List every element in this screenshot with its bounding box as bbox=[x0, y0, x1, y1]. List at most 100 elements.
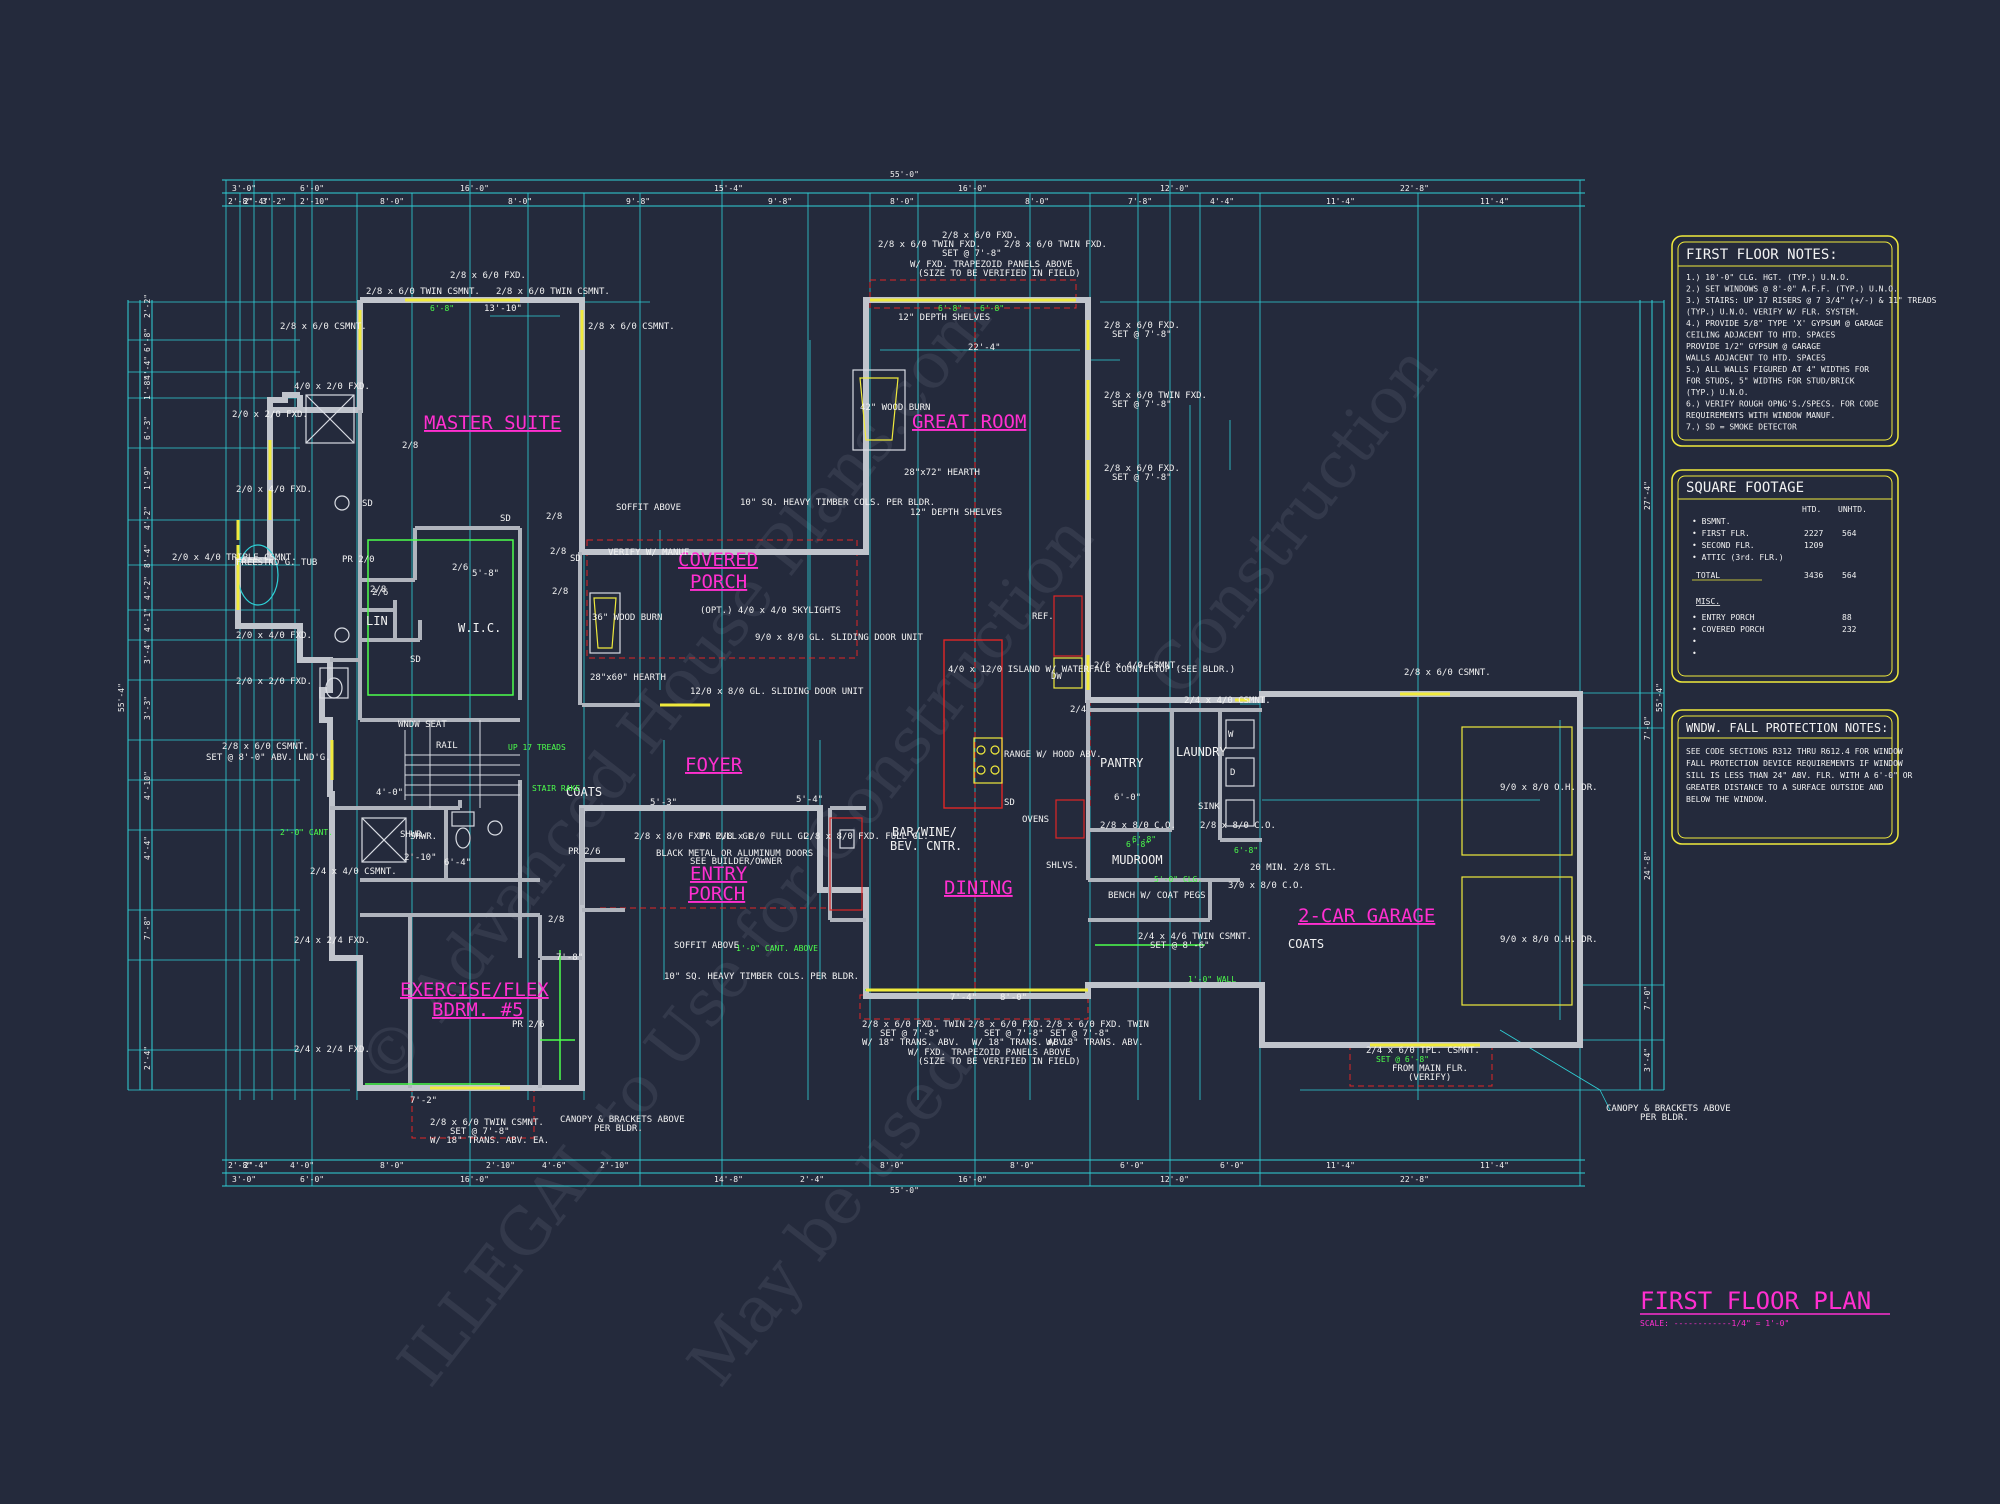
callout: 28"x60" HEARTH bbox=[590, 673, 666, 683]
first-floor-note-line: 7.) SD = SMOKE DETECTOR bbox=[1686, 423, 1797, 432]
callout: 4/0 x 12/0 ISLAND W/ WATERFALL COUNTERTO… bbox=[948, 665, 1235, 675]
sqft-misc-label: • COVERED PORCH bbox=[1692, 625, 1764, 634]
dim-bottom-inner: 4'-6" bbox=[542, 1161, 566, 1170]
dim-top-outer: 3'-0" bbox=[232, 184, 256, 193]
callout: SET @ 8'-0" ABV. LND'G. bbox=[206, 753, 331, 763]
callout-text: 2/8 x 6/0 FXD. 2/8 x 6/0 TWIN CSMNT. 2/8 x… bbox=[0, 0, 1731, 1146]
sqft-row-label: • FIRST FLR. bbox=[1692, 529, 1750, 538]
callout: 42" WOOD BURN bbox=[860, 403, 930, 413]
callout: 2/8 x 6/0 FXD. bbox=[942, 231, 1018, 241]
dim-left: 3'-3" bbox=[143, 696, 152, 720]
callout: 2'-10" bbox=[404, 853, 437, 863]
first-floor-note-line: FOR STUDS, 5" WIDTHS FOR STUD/BRICK bbox=[1686, 377, 1855, 386]
callout: 2/8 bbox=[550, 547, 566, 557]
callout: 2/8 x 6/0 TWIN CSMNT. bbox=[496, 287, 610, 297]
minor-room-labels: W.I.C. LIN PANTRY LAUNDRY MUDROOM COATS … bbox=[366, 614, 1324, 951]
callout: 1'-0" WALL bbox=[1188, 975, 1236, 984]
callout: 5'-0" CLG. bbox=[1154, 875, 1202, 884]
room-great-room: GREAT ROOM bbox=[912, 411, 1026, 433]
dim-bottom-outer: 22'-8" bbox=[1400, 1175, 1429, 1184]
callout: RANGE W/ HOOD ABV. bbox=[1004, 750, 1102, 760]
callout: D bbox=[1230, 768, 1235, 778]
callout: 20 MIN. 2/8 STL. bbox=[1250, 863, 1337, 873]
callout: 5'-4" bbox=[796, 795, 823, 805]
callout: 2/8 bbox=[552, 587, 568, 597]
dim-top-inner: 2'-8" bbox=[228, 197, 252, 206]
callout: 2/8 bbox=[370, 585, 386, 595]
dim-bottom-inner: 2'-8" bbox=[228, 1161, 252, 1170]
callout: 2/8 x 6/0 FXD. TWIN bbox=[1046, 1020, 1149, 1030]
dim-top-inner: 8'-0" bbox=[1025, 197, 1049, 206]
sqft-misc-label: • ENTRY PORCH bbox=[1692, 613, 1755, 622]
callout: (VERIFY) bbox=[1408, 1073, 1451, 1083]
dim-top-inner: 3'-2" bbox=[262, 197, 286, 206]
sqft-total-unhtd: 564 bbox=[1842, 571, 1857, 580]
callout: 2/6 bbox=[452, 563, 468, 573]
callout: 2/0 x 2/0 FXD. bbox=[232, 410, 308, 420]
dim-top-inner: 11'-4" bbox=[1326, 197, 1355, 206]
dim-top-outer: 15'-4" bbox=[714, 184, 743, 193]
callout: (SIZE TO BE VERIFIED IN FIELD) bbox=[918, 1057, 1081, 1067]
callout: 9/0 x 8/0 O.H. DR. bbox=[1500, 935, 1598, 945]
drawing-title: FIRST FLOOR PLAN bbox=[1640, 1287, 1871, 1315]
callout: SEE BUILDER/OWNER bbox=[690, 857, 783, 867]
dim-top-outer: 16'-0" bbox=[958, 184, 987, 193]
dim-bottom-inner: 4'-0" bbox=[290, 1161, 314, 1170]
callout: FREESTND'G. TUB bbox=[236, 558, 317, 568]
dim-bottom-inner: 8'-0" bbox=[880, 1161, 904, 1170]
callout: VERIFY W/ MANUF. bbox=[608, 548, 695, 558]
dim-overall-top: 55'-0" bbox=[890, 170, 919, 179]
callout: 2'-4" bbox=[0, 0, 27, 3]
callout: PR 2/8 x 8/0 FULL GL. bbox=[700, 832, 814, 842]
room-covered-porch-line2: PORCH bbox=[690, 571, 747, 593]
callout: SOFFIT ABOVE bbox=[616, 503, 681, 513]
dim-bottom-outer: 14'-8" bbox=[714, 1175, 743, 1184]
callout: 4/0 x 2/0 FXD. bbox=[294, 382, 370, 392]
first-floor-note-line: 1.) 10'-0" CLG. HGT. (TYP.) U.N.O. bbox=[1686, 273, 1850, 282]
callout: 2/8 x 6/0 FXD. bbox=[968, 1020, 1044, 1030]
callout: 1'-0" CANT. ABOVE bbox=[736, 944, 818, 953]
dim-left: 7'-8" bbox=[143, 916, 152, 940]
dim-left: 4'-4" bbox=[143, 356, 152, 380]
callout: (OPT.) 4/0 x 4/0 SKYLIGHTS bbox=[700, 606, 841, 616]
label-lin: LIN bbox=[366, 614, 388, 628]
callout: 6'-4" bbox=[444, 858, 471, 868]
first-floor-note-line: PROVIDE 1/2" GYPSUM @ GARAGE bbox=[1686, 342, 1821, 351]
callout: SET @ 7'-8" bbox=[450, 1127, 510, 1137]
first-floor-note-line: 2.) SET WINDOWS @ 8'-0" A.F.F. (TYP.) U.… bbox=[1686, 285, 1898, 294]
dim-top-inner: 9'-8" bbox=[768, 197, 792, 206]
room-garage: 2-CAR GARAGE bbox=[1298, 905, 1435, 927]
sqft-col-unhtd: UNHTD. bbox=[1838, 505, 1867, 514]
callout: W/ 18" TRANS. ABV. EA. bbox=[430, 1136, 549, 1146]
callout: 2'-0" CANT. bbox=[280, 828, 333, 837]
room-master-suite: MASTER SUITE bbox=[424, 412, 561, 434]
first-floor-note-line: (TYP.) U.N.O. VERIFY W/ FLR. SYSTEM. bbox=[1686, 308, 1859, 317]
callout: 6'-8" bbox=[1132, 835, 1156, 844]
label-coats-garage: COATS bbox=[1288, 937, 1324, 951]
callout: 2/0 x 4/0 TRIPLE CSMNT. bbox=[172, 553, 297, 563]
watermark-text: Construction bbox=[1134, 333, 1451, 710]
callout: 2/4 x 4/0 CSMNT. bbox=[1184, 696, 1271, 706]
room-dining: DINING bbox=[944, 877, 1013, 899]
room-exercise-line2: BDRM. #5 bbox=[432, 999, 524, 1021]
callout: 2/8 x 6/0 TWIN FXD. bbox=[1104, 391, 1207, 401]
callout: W/ 18" TRANS. ABV. bbox=[972, 1038, 1070, 1048]
callout: 2/4 x 4/0 CSMNT. bbox=[310, 867, 397, 877]
callout: 2/8 x 6/0 CSMNT. bbox=[222, 742, 309, 752]
room-entry-porch-line2: PORCH bbox=[688, 883, 745, 905]
watermark-text: May be used bbox=[674, 1029, 986, 1399]
callout: 2/8 x 6/0 CSMNT. bbox=[1404, 668, 1491, 678]
sqft-misc-label: • bbox=[1692, 649, 1697, 658]
callout: 2/8 x 6/0 CSMNT. bbox=[280, 322, 367, 332]
callout: 2/4 bbox=[1070, 705, 1086, 715]
sqft-total-htd: 3436 bbox=[1804, 571, 1823, 580]
sqft-row-unhtd: 564 bbox=[1842, 529, 1857, 538]
callout: 9/0 x 8/0 GL. SLIDING DOOR UNIT bbox=[755, 633, 924, 643]
label-laundry: LAUNDRY bbox=[1176, 745, 1227, 759]
callout: 2/8 x 8/0 C.O. bbox=[1100, 821, 1176, 831]
square-footage-panel: SQUARE FOOTAGE HTD. UNHTD. • BSMNT.• FIR… bbox=[1671, 469, 1899, 683]
callout: 2/0 x 4/0 FXD. bbox=[236, 485, 312, 495]
first-floor-note-line: CEILING ADJACENT TO HTD. SPACES bbox=[1686, 331, 1835, 340]
label-wic: W.I.C. bbox=[458, 621, 501, 635]
callout: PER BLDR. bbox=[594, 1124, 643, 1134]
